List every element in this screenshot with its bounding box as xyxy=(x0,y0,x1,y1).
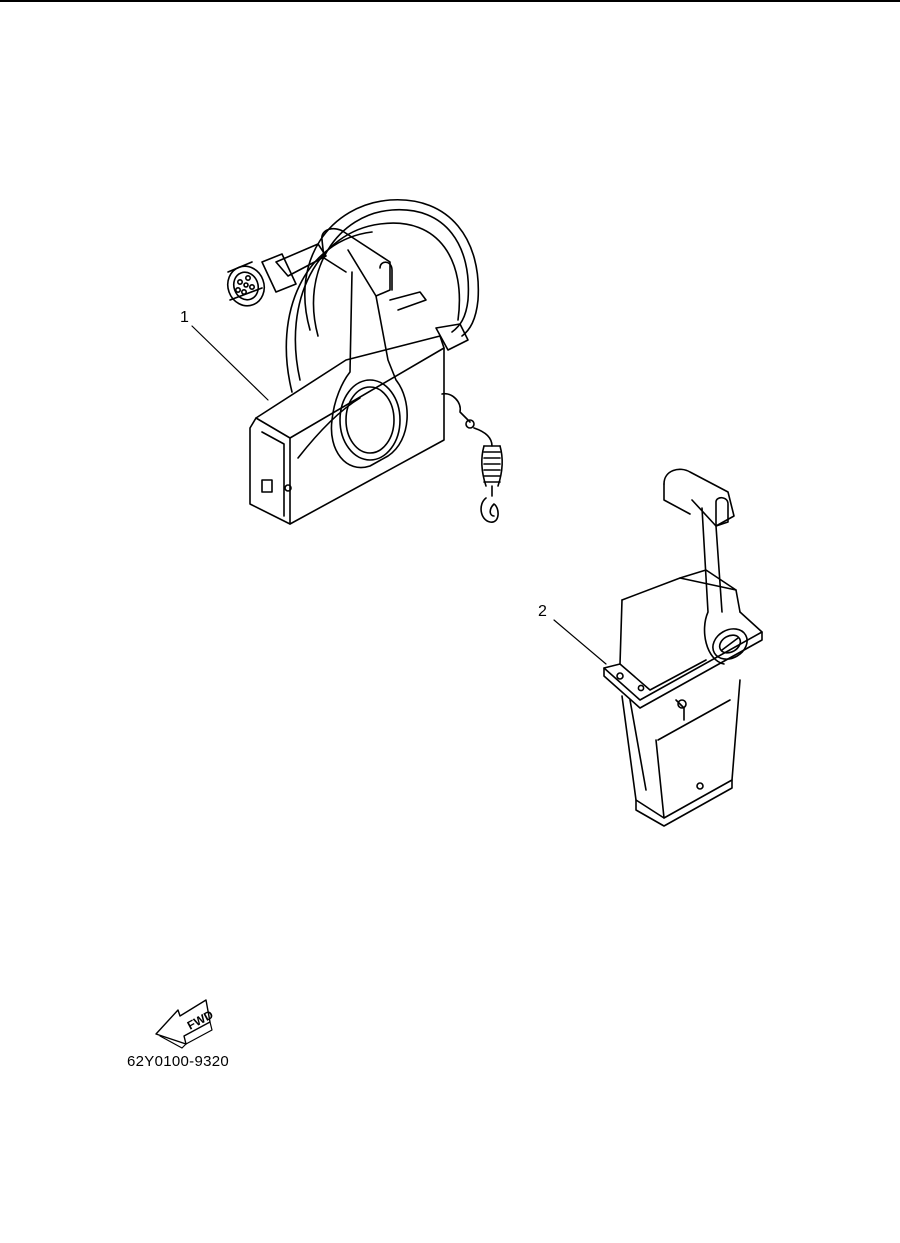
side-mount-remote-control xyxy=(191,199,503,525)
control-lever xyxy=(321,227,408,469)
top-rule xyxy=(0,0,900,2)
cable-harness-loops xyxy=(285,199,480,393)
diagram-part-code: 62Y0100-9320 xyxy=(127,1053,230,1070)
binnacle-base xyxy=(621,679,741,827)
binnacle-control-lever xyxy=(663,468,735,665)
fwd-arrow-icon: FWD xyxy=(155,999,216,1049)
harness-connector xyxy=(226,243,327,307)
leader-line-1 xyxy=(191,325,269,401)
callout-2: 2 xyxy=(538,603,547,620)
callout-1: 1 xyxy=(180,309,189,326)
control-box-housing xyxy=(249,291,469,525)
leader-line-2 xyxy=(553,619,607,665)
top-mount-remote-control xyxy=(553,468,763,827)
lanyard-cord xyxy=(441,392,503,523)
binnacle-housing xyxy=(603,569,763,709)
